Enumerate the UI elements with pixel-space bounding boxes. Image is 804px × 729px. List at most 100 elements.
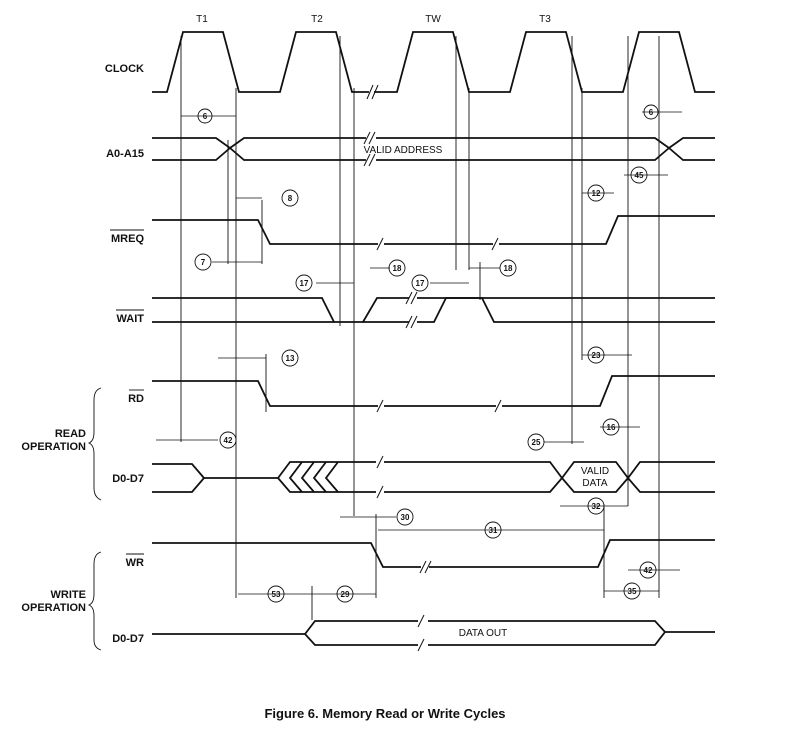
- mreq-trace: [152, 219, 378, 245]
- cycle-t1-label: T1: [196, 14, 208, 25]
- wait-upper-2: [417, 297, 715, 323]
- data-out-label: DATA OUT: [459, 628, 508, 639]
- param-17-right: 17: [411, 274, 469, 292]
- param-42-read-value: 42: [224, 436, 233, 445]
- param-31-value: 31: [489, 526, 498, 535]
- read-data-chevron-1: [288, 461, 303, 493]
- address-break-d: [368, 153, 376, 167]
- read-data-lower: [277, 477, 376, 493]
- address-break-a: [363, 131, 371, 145]
- param-13-circle: [281, 349, 299, 367]
- read-group-line1: READ: [55, 428, 86, 440]
- wr-break-b: [424, 560, 432, 574]
- param-8-circle: [281, 189, 299, 207]
- clock-trace: [152, 31, 369, 93]
- read-data-left-upper: [152, 463, 205, 479]
- param-30-circle: [396, 508, 414, 526]
- param-17-right-value: 17: [416, 279, 425, 288]
- write-data-break-b: [417, 638, 425, 652]
- param-25-circle: [527, 433, 545, 451]
- read-data-upper: [277, 461, 376, 479]
- write-group-line1: WRITE: [51, 589, 86, 601]
- param-42-write-value: 42: [644, 566, 653, 575]
- mreq-break-b: [491, 237, 499, 251]
- address-bus-waveform: VALID ADDRESS: [152, 131, 715, 167]
- rd-waveform: [152, 375, 715, 413]
- param-18-right-value: 18: [504, 264, 513, 273]
- rd-break-b: [494, 399, 502, 413]
- valid-data-label-line1: VALID: [581, 466, 609, 477]
- param-18-left-value: 18: [393, 264, 402, 273]
- mreq-trace-3: [499, 215, 715, 245]
- param-35-value: 35: [628, 587, 637, 596]
- wait-upper: [152, 297, 409, 323]
- param-7-circle: [194, 253, 212, 271]
- param-17-left-circle: [295, 274, 313, 292]
- param-17-left: 17: [295, 274, 354, 292]
- param-17-right-circle: [411, 274, 429, 292]
- param-25-value: 25: [532, 438, 541, 447]
- param-45-value: 45: [635, 171, 644, 180]
- wait-label: WAIT: [117, 313, 145, 325]
- signal-labels: CLOCK A0-A15 MREQ WAIT RD D0-D7 WR D0-D7: [105, 63, 145, 645]
- figure-caption: Figure 6. Memory Read or Write Cycles: [264, 706, 505, 721]
- valid-data-label-line2: DATA: [582, 478, 608, 489]
- param-6-right-circle: [643, 104, 659, 120]
- param-7-value: 7: [201, 258, 206, 267]
- write-data-right-lower: [428, 631, 666, 646]
- param-7: 7: [194, 253, 262, 271]
- mreq-label: MREQ: [111, 233, 144, 245]
- write-group-brace: [87, 551, 102, 651]
- rd-trace-3: [502, 375, 715, 407]
- clock-waveform: [152, 31, 715, 100]
- wait-break-b: [410, 291, 418, 305]
- write-operation-group: WRITE OPERATION: [21, 551, 102, 651]
- param-42-write-circle: [639, 561, 657, 579]
- valid-address-label: VALID ADDRESS: [364, 145, 443, 156]
- clock-label: CLOCK: [105, 63, 144, 75]
- write-data-break-a: [417, 614, 425, 628]
- param-18-left-circle: [388, 259, 406, 277]
- cycle-t3-label: T3: [539, 14, 551, 25]
- rd-label: RD: [128, 393, 144, 405]
- rd-trace: [152, 380, 378, 407]
- wait-break-c: [405, 315, 413, 329]
- address-upper: [152, 137, 366, 150]
- timing-parameters: 6 6 45 12 8 7 17: [156, 104, 682, 603]
- param-45: 45: [624, 166, 668, 184]
- cycle-labels: T1 T2 TW T3: [196, 14, 551, 25]
- param-29-value: 29: [341, 590, 350, 599]
- mreq-waveform: [152, 215, 715, 251]
- read-data-chevron-3: [312, 461, 327, 493]
- param-29-circle: [336, 585, 354, 603]
- rd-break-a: [376, 399, 384, 413]
- param-13-value: 13: [286, 354, 295, 363]
- read-data-break-a: [376, 455, 384, 469]
- read-data-waveform: VALID DATA: [152, 455, 715, 499]
- param-35-circle: [623, 582, 641, 600]
- address-bus-label: A0-A15: [106, 148, 144, 160]
- param-32-circle: [587, 497, 605, 515]
- param-30-value: 30: [401, 513, 410, 522]
- param-53: 53: [238, 585, 312, 603]
- param-30: 30: [340, 508, 414, 526]
- read-data-chevron-2: [300, 461, 315, 493]
- wait-break-d: [410, 315, 418, 329]
- cycle-tw-label: TW: [425, 14, 441, 25]
- cycle-t2-label: T2: [311, 14, 323, 25]
- address-lower-2: [376, 146, 715, 161]
- write-data-left-lower: [304, 633, 418, 646]
- wr-trace-2: [429, 539, 715, 568]
- write-data-waveform: DATA OUT: [152, 614, 715, 652]
- wr-label: WR: [126, 557, 144, 569]
- param-32: 32: [560, 497, 628, 515]
- read-data-bus-label: D0-D7: [112, 473, 144, 485]
- param-6-right-value: 6: [649, 108, 654, 117]
- write-data-right-upper: [428, 620, 715, 633]
- param-12-value: 12: [592, 189, 601, 198]
- param-16: 16: [600, 418, 640, 436]
- timing-reference-lines: [180, 36, 660, 620]
- wr-break-a: [419, 560, 427, 574]
- wait-break-a: [405, 291, 413, 305]
- mreq-break-a: [376, 237, 384, 251]
